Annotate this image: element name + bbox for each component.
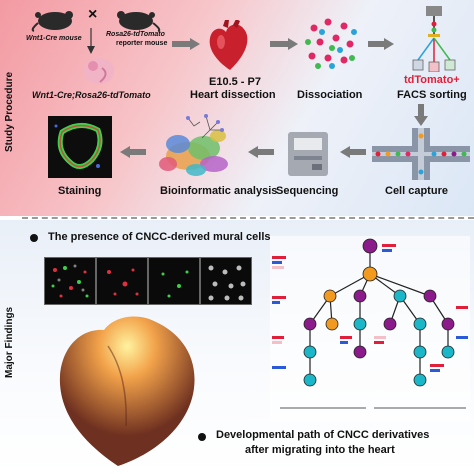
arrow-to-facs: [368, 38, 394, 50]
if-panel-green: [148, 257, 200, 305]
dissociation-label: Dissociation: [297, 89, 363, 101]
arrow-to-sequencing: [340, 146, 366, 158]
rosa26-label-line2: reporter mouse: [116, 40, 168, 47]
umap-cluster-icon: [159, 114, 228, 176]
wnt1-cre-mouse-icon: [31, 11, 73, 32]
facs-sorting-label: FACS sorting: [397, 89, 467, 101]
microfluidic-chip-icon: [372, 128, 470, 180]
section-divider: [22, 217, 474, 219]
cross-down-arrow: [87, 28, 95, 54]
arrow-to-staining: [120, 146, 146, 158]
developmental-path-diagram: [270, 236, 470, 422]
major-findings-label: Major Findings: [4, 306, 15, 378]
arrow-to-bioinformatic: [248, 146, 274, 158]
if-panel-red: [96, 257, 148, 305]
bioinformatic-analysis-label: Bioinformatic analysis: [160, 185, 278, 197]
dissociated-cells-icon: [305, 18, 357, 69]
arrow-to-dissociation: [270, 38, 298, 50]
offspring-label: Wnt1-Cre;Rosa26-tdTomato: [32, 90, 151, 100]
cross-symbol: ×: [88, 6, 98, 23]
finding-path-line1: Developmental path of CNCC derivatives: [216, 429, 430, 441]
cell-capture-label: Cell capture: [385, 185, 448, 197]
facs-sorter-icon: [412, 6, 456, 72]
finding-presence-text: The presence of CNCC-derived mural cells: [48, 231, 271, 243]
sequencer-icon: [288, 132, 328, 176]
staining-label: Staining: [58, 185, 102, 197]
embryo-icon: [84, 58, 114, 84]
sequencing-label: Sequencing: [276, 185, 339, 197]
study-procedure-label: Study Procedure: [4, 71, 15, 152]
finding-bullet-2: [198, 433, 206, 441]
if-panel-merge: [44, 257, 96, 305]
rosa26-mouse-icon: [117, 11, 161, 32]
arrow-to-heart: [172, 38, 200, 50]
if-panel-grey: [200, 257, 252, 305]
heart-dissection-label: Heart dissection: [190, 89, 276, 101]
finding-path-line2: after migrating into the heart: [245, 444, 395, 456]
finding-bullet-1: [30, 234, 38, 242]
wnt1-cre-label: Wnt1-Cre mouse: [26, 35, 82, 42]
heart-stage-label: E10.5 - P7: [209, 76, 261, 88]
arrow-to-cell-capture: [414, 104, 428, 126]
fluorescent-heart-photo: [59, 316, 195, 466]
rosa26-label-line1: Rosa26-tdTomato: [106, 31, 165, 38]
tdtomato-positive-label: tdTomato+: [404, 74, 460, 86]
heart-icon: [209, 20, 248, 70]
staining-image-icon: [48, 116, 112, 178]
